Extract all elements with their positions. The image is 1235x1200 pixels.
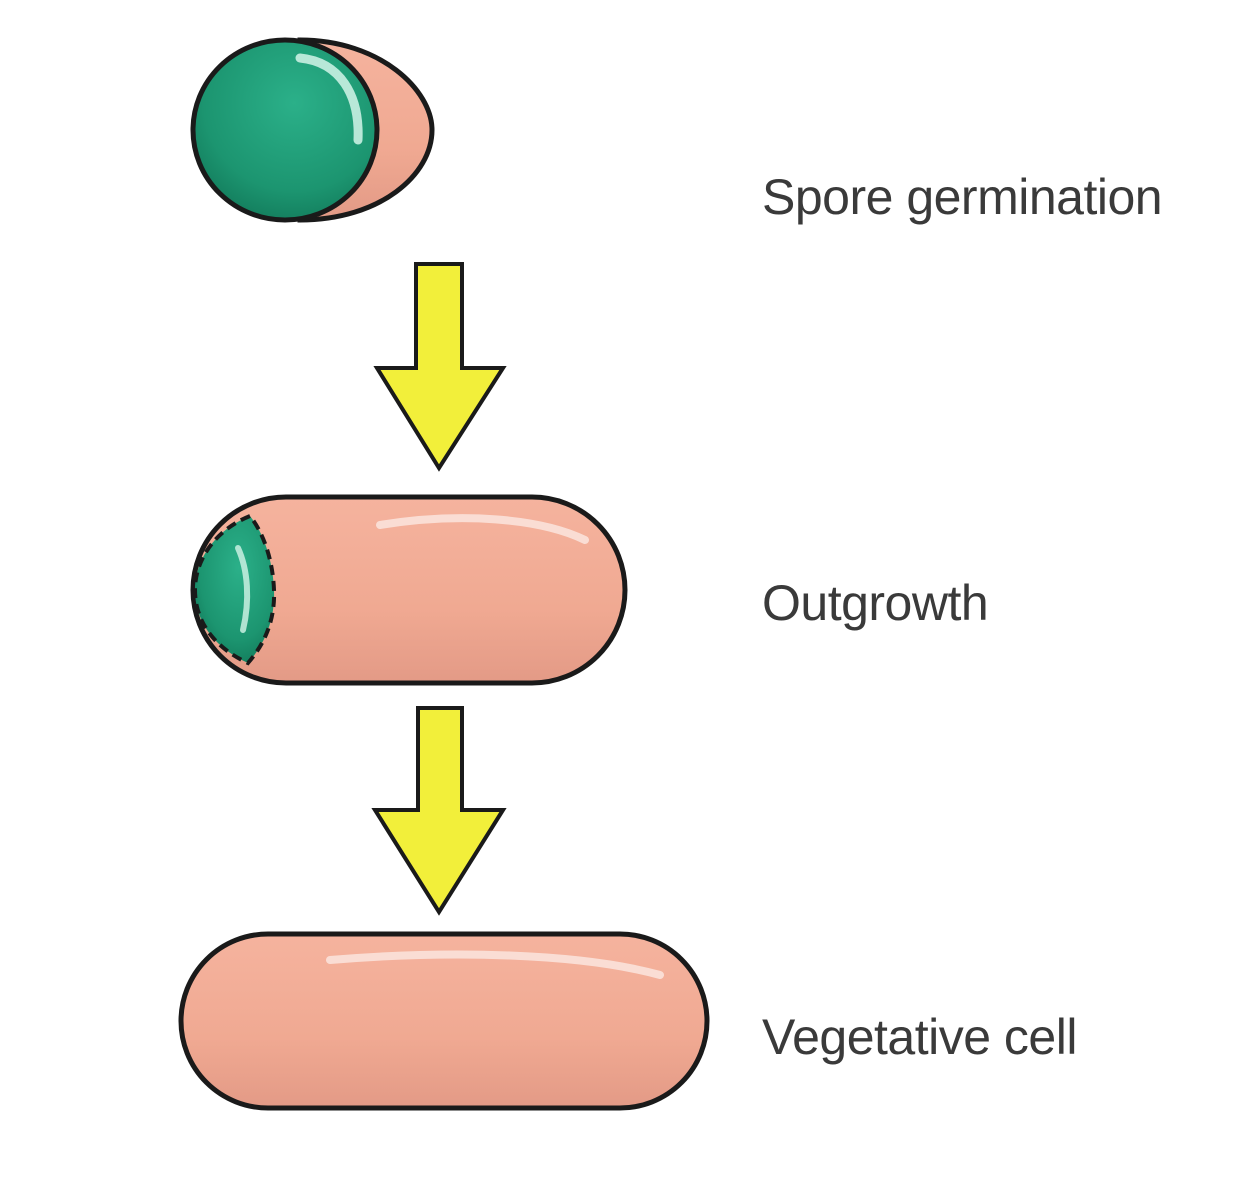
stage-label-spore-germination: Spore germination — [762, 169, 1163, 225]
residual-spore-highlight — [235, 545, 251, 633]
spore-highlight — [295, 53, 363, 145]
outgrowth-cell-highlight — [376, 514, 589, 544]
vegetative-cell-body — [178, 931, 710, 1111]
outgrowth-illustration — [190, 494, 628, 686]
vegetative-cell-highlight — [326, 950, 664, 979]
stage-label-outgrowth: Outgrowth — [762, 575, 989, 631]
down-arrow-icon — [373, 262, 507, 472]
down-arrow-icon — [371, 706, 507, 916]
stage-label-vegetative-cell: Vegetative cell — [762, 1009, 1077, 1065]
vegetative-cell-illustration — [178, 931, 710, 1111]
spore-germination-illustration — [190, 37, 435, 223]
residual-spore-coat — [192, 513, 277, 666]
spore-coat — [190, 37, 380, 223]
